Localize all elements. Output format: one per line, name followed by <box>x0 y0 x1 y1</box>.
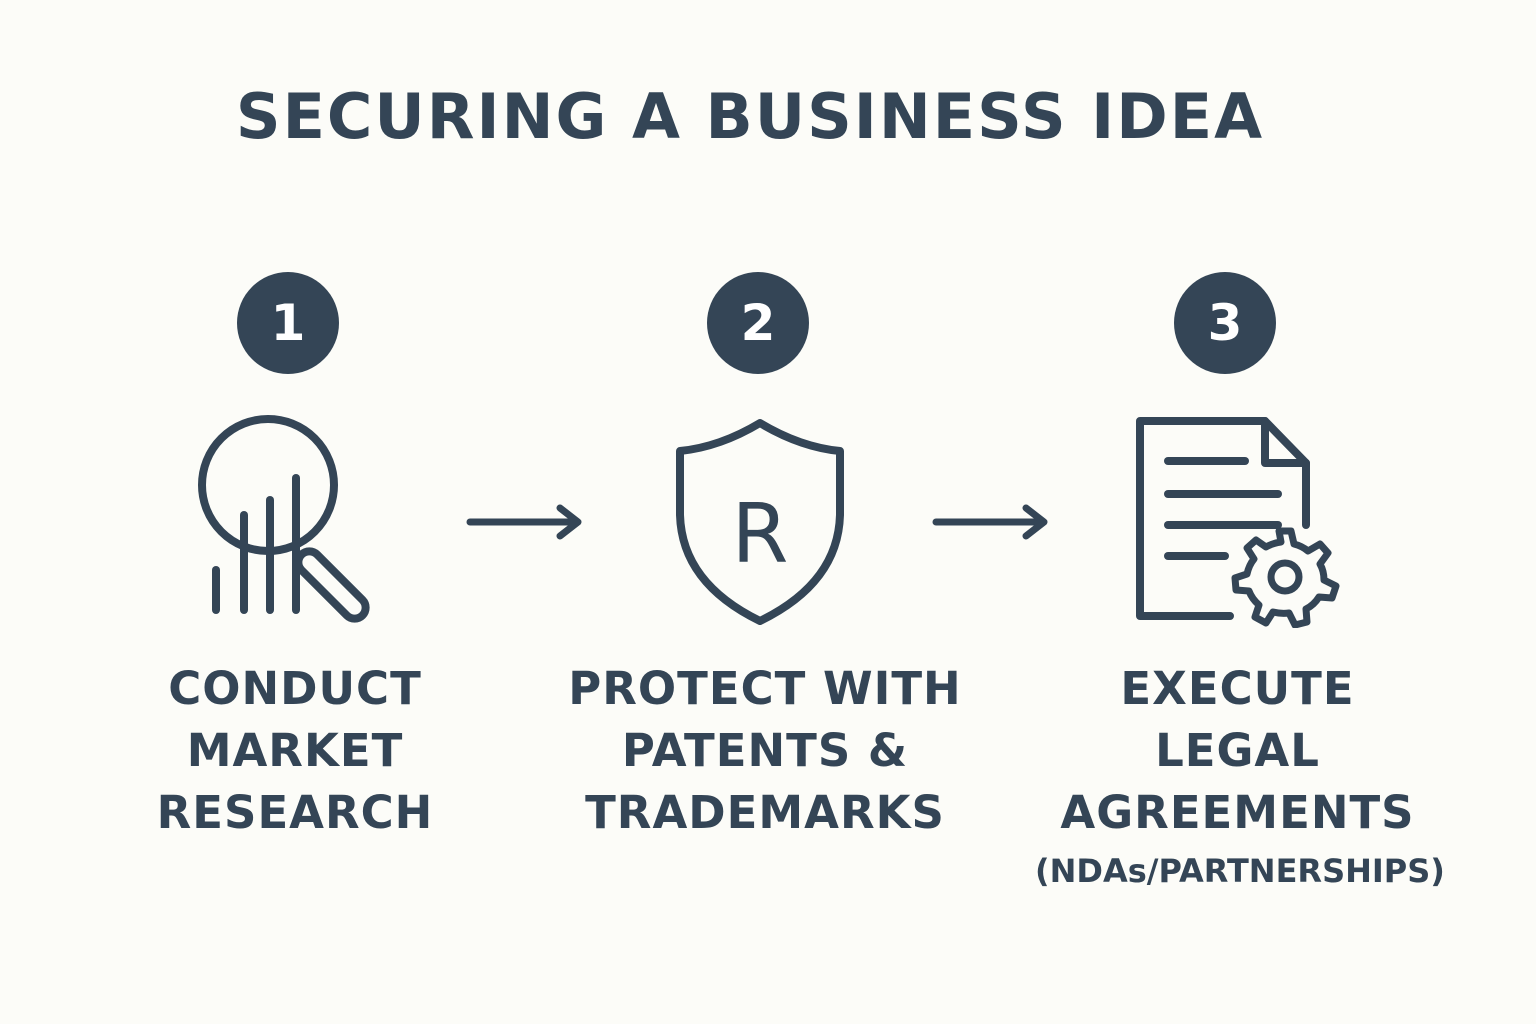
step-1-label-line: MARKET <box>186 724 404 777</box>
step-3-label-line: AGREEMENTS <box>1060 786 1415 839</box>
arrow-right-icon <box>466 504 582 540</box>
arrow-right-icon <box>932 504 1048 540</box>
step-2-label-line: PATENTS & <box>621 724 909 777</box>
diagram-title: SECURING A BUSINESS IDEA <box>235 80 1265 153</box>
step-2-number-badge: 2 <box>707 272 809 374</box>
step-3-label-line: EXECUTE <box>1120 662 1355 715</box>
step-1-label-line: CONDUCT <box>168 662 422 715</box>
step-3-label-line: LEGAL <box>1155 724 1320 777</box>
step-2-label: PROTECT WITH PATENTS & TRADEMARKS <box>560 658 970 844</box>
step-3-label: EXECUTE LEGAL AGREEMENTS <box>1035 658 1440 844</box>
step-1-label-line: RESEARCH <box>156 786 434 839</box>
registered-letter: R <box>732 487 789 582</box>
step-1-label: CONDUCT MARKET RESEARCH <box>120 658 470 844</box>
step-1-number-badge: 1 <box>237 272 339 374</box>
step-2-label-line: TRADEMARKS <box>585 786 945 839</box>
step-2-label-line: PROTECT WITH <box>568 662 962 715</box>
step-3-number-badge: 3 <box>1174 272 1276 374</box>
step-3-sublabel: (NDAs/PARTNERSHIPS) <box>1035 852 1445 890</box>
magnifier-bar-chart-icon <box>198 415 370 623</box>
shield-registered-icon: R <box>676 419 844 625</box>
document-gear-icon <box>1136 417 1340 628</box>
